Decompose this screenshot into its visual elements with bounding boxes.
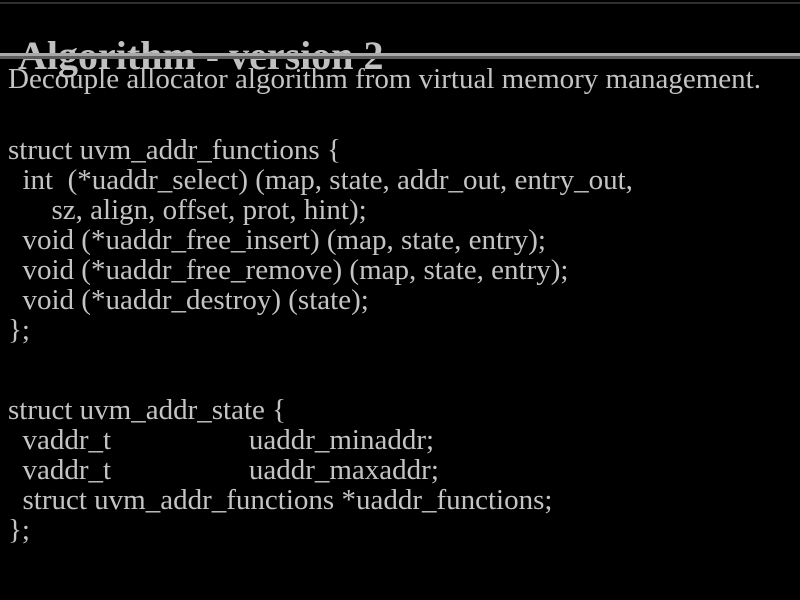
title-underline-rule — [0, 53, 800, 59]
code-line: void (*uaddr_destroy) (state); — [8, 284, 369, 316]
code-line: struct uvm_addr_functions { — [8, 134, 341, 166]
code-line: void (*uaddr_free_remove) (map, state, e… — [8, 254, 569, 286]
slide-top-edge-line — [0, 2, 800, 4]
code-line: vaddr_t uaddr_minaddr; — [8, 424, 435, 456]
code-line: }; — [8, 514, 30, 546]
code-block-uvm-addr-state: struct uvm_addr_state { vaddr_t uaddr_mi… — [8, 395, 552, 545]
code-line: }; — [8, 314, 30, 346]
code-line: sz, align, offset, prot, hint); — [8, 194, 367, 226]
code-line: int (*uaddr_select) (map, state, addr_ou… — [8, 164, 633, 196]
code-line: struct uvm_addr_state { — [8, 394, 287, 426]
code-block-uvm-addr-functions: struct uvm_addr_functions { int (*uaddr_… — [8, 135, 633, 345]
code-line: struct uvm_addr_functions *uaddr_functio… — [8, 484, 553, 516]
slide-subtitle: Decouple allocator algorithm from virtua… — [8, 63, 761, 95]
code-line: vaddr_t uaddr_maxaddr; — [8, 454, 439, 486]
code-line: void (*uaddr_free_insert) (map, state, e… — [8, 224, 546, 256]
